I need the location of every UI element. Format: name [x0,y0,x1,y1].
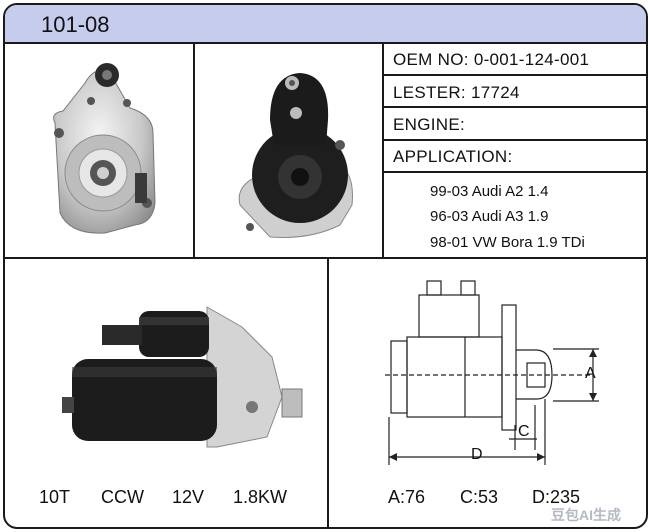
divider-application [382,171,646,173]
dimension-c-value: C:53 [460,487,499,507]
spec-rotation: CCW [101,487,144,507]
spec-power: 1.8KW [233,487,288,507]
dimension-drawing [385,280,599,465]
application-line-3: 98-01 VW Bora 1.9 TDi [430,234,585,251]
starter-rear-view-image [238,73,353,238]
spec-voltage: 12V [172,487,205,507]
divider-bottom [327,257,329,527]
divider-engine [382,139,646,141]
divider-oem [382,74,646,76]
header-bar: 101-08 [5,5,646,44]
dimension-label-a: A [585,365,596,382]
divider-top-right [382,42,384,259]
dimension-label-c: C [518,423,530,440]
starter-side-view-image [62,306,303,448]
application-line-1: 99-03 Audi A2 1.4 [430,183,549,200]
dimension-a-value: A:76 [388,487,426,507]
part-code: 101-08 [41,12,110,37]
oem-row: OEM NO: 0-001-124-001 [393,50,589,70]
product-sheet: 101-08 OEM NO: 0-001-124-001 LESTER: 177… [3,3,648,529]
starter-front-view-image [53,63,156,234]
divider-top-left [193,42,195,259]
lester-value: 17724 [471,83,520,102]
dimension-d-value: D:235 [532,487,581,507]
spec-teeth: 10T [39,487,71,507]
oem-label: OEM NO: [393,50,469,69]
divider-middle [5,257,646,259]
dimension-label-d: D [471,446,483,463]
lester-row: LESTER: 17724 [393,83,520,103]
divider-lester [382,106,646,108]
watermark-text: 豆包AI生成 [551,507,621,523]
application-label: APPLICATION: [393,147,513,166]
oem-value: 0-001-124-001 [473,50,590,69]
application-line-2: 96-03 Audi A3 1.9 [430,208,549,225]
lester-label: LESTER: [393,83,466,102]
engine-label: ENGINE: [393,115,466,134]
